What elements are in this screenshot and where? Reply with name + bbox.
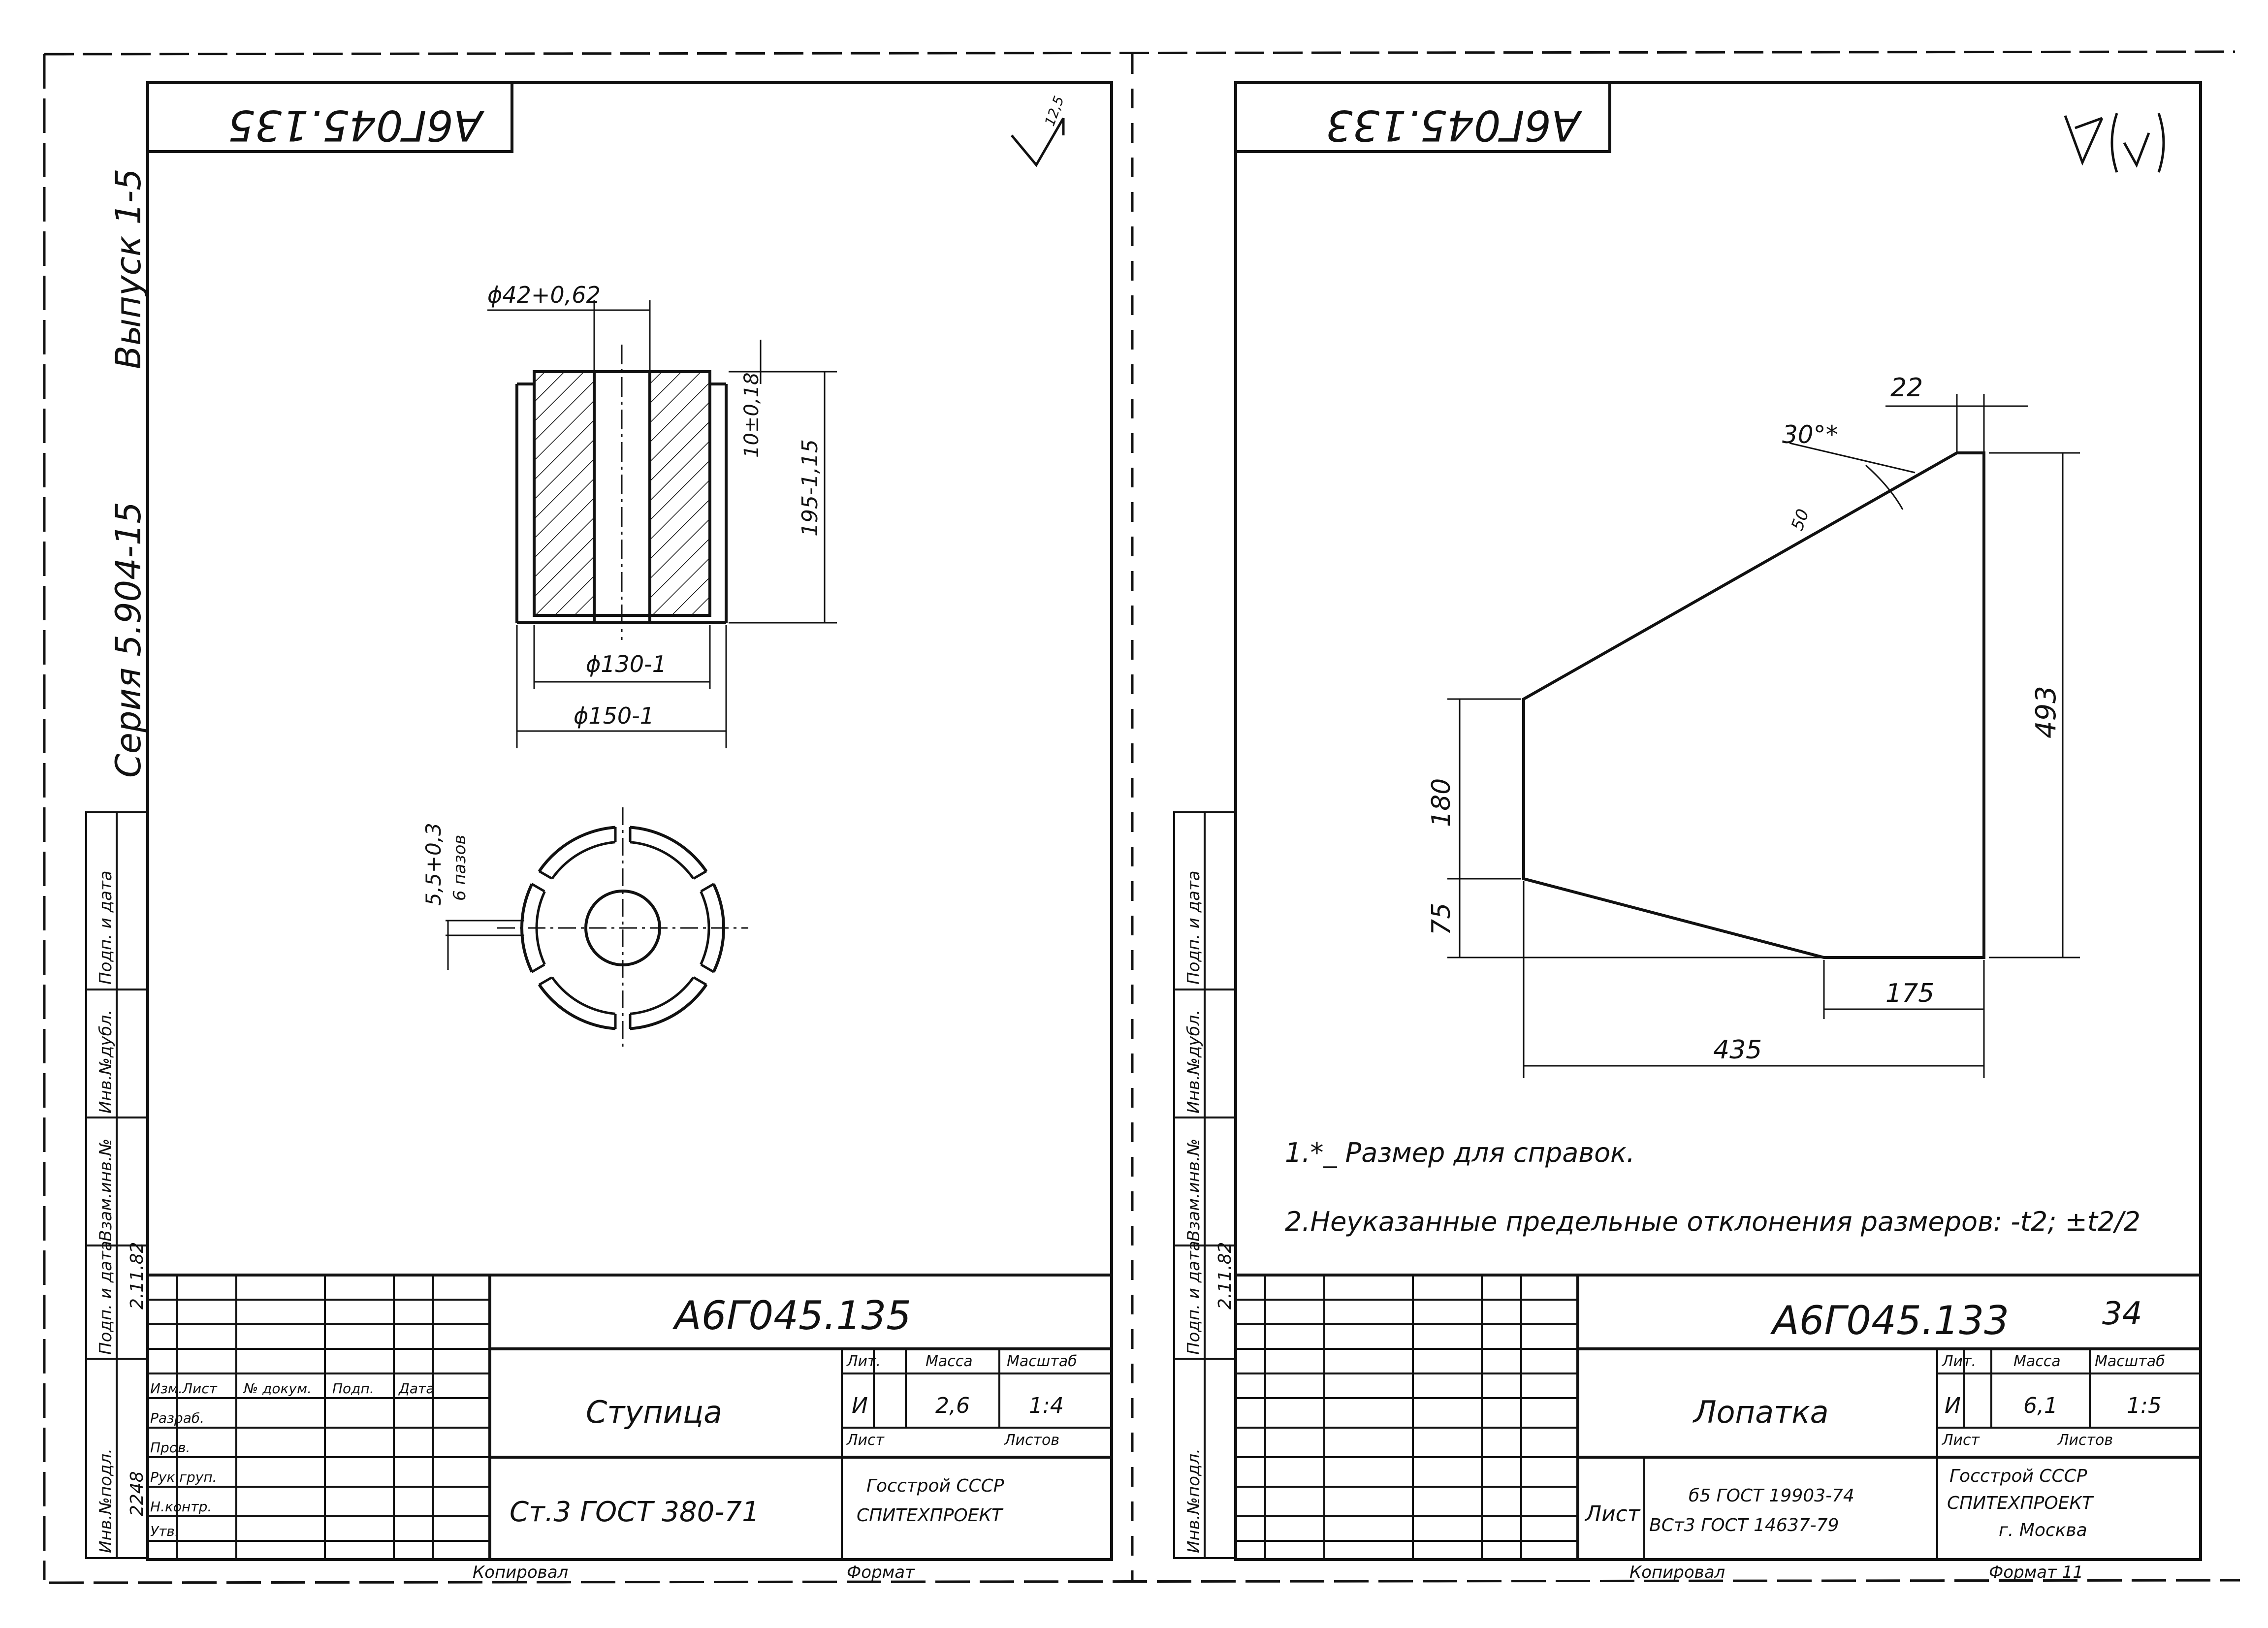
left-tb-scale-value: 1:4 bbox=[1029, 1393, 1064, 1418]
left-tb-code: А6Г045.135 bbox=[672, 1293, 911, 1339]
stamp-podp-data-2: Подп. и дата bbox=[96, 1241, 116, 1355]
dim-slot-count: 6 пазов bbox=[450, 835, 470, 901]
left-binding-strip: Серия 5.904-15 Выпуск 1-5 Подп. и дата И… bbox=[85, 168, 149, 1559]
hub-dimensions bbox=[487, 300, 837, 748]
right-tb-mass-label: Масса bbox=[2013, 1353, 2061, 1370]
left-tb-prov: Пров. bbox=[150, 1439, 190, 1456]
outer-frame bbox=[43, 50, 2240, 1584]
left-tb-hdr-doc: № докум. bbox=[243, 1380, 312, 1397]
dim-435: 435 bbox=[1713, 1035, 1762, 1065]
right-tb-mass-value: 6,1 bbox=[2023, 1393, 2058, 1418]
left-tb-razrab: Разраб. bbox=[150, 1410, 204, 1426]
left-tb-lit-value: И bbox=[852, 1393, 868, 1418]
blade-dimensions bbox=[1447, 394, 2080, 1078]
right-tb-sheet-label: Лист bbox=[1942, 1432, 1981, 1449]
dim-175: 175 bbox=[1885, 979, 1934, 1008]
left-tb-scale-label: Масштаб bbox=[1007, 1353, 1077, 1370]
stamp-podp-data-1: Подп. и дата bbox=[96, 870, 116, 985]
left-tb-sheet-label: Лист bbox=[846, 1432, 885, 1449]
left-tb-copied: Копировал bbox=[473, 1563, 568, 1582]
right-top-code: А6Г045.133 bbox=[1326, 100, 1583, 150]
right-sheet: А6Г045.133 bbox=[1236, 100, 2201, 1582]
dim-180: 180 bbox=[1427, 778, 1456, 827]
dim-height: 195-1,15 bbox=[798, 439, 823, 537]
left-tb-sheets-label: Листов bbox=[1004, 1432, 1059, 1449]
stamp-date: 2.11.82 bbox=[127, 1242, 147, 1309]
hub-end-view bbox=[446, 807, 748, 1049]
dim-groove: 10±0,18 bbox=[740, 373, 763, 458]
left-tb-rukgr: Рук.груп. bbox=[150, 1469, 217, 1485]
left-tb-nkontr: Н.контр. bbox=[150, 1499, 212, 1515]
right-tb-scale-value: 1:5 bbox=[2127, 1393, 2162, 1418]
roughness-mark bbox=[1011, 117, 1065, 167]
left-tb-mass-label: Масса bbox=[926, 1353, 973, 1370]
left-tb-name: Ступица bbox=[586, 1394, 722, 1430]
series-text: Серия 5.904-15 bbox=[108, 502, 149, 778]
left-sheet: А6Г045.135 12,5 bbox=[148, 94, 1112, 1582]
dim-slot: 5,5+0,3 bbox=[421, 823, 446, 906]
left-tb-format: Формат bbox=[847, 1563, 915, 1582]
left-tb-hdr-data: Дата bbox=[398, 1380, 435, 1397]
hub-section-view bbox=[515, 345, 728, 640]
left-tb-hdr-podp: Подп. bbox=[332, 1380, 374, 1397]
left-tb-material: Ст.3 ГОСТ 380-71 bbox=[510, 1496, 760, 1528]
dim-bore: ϕ42+0,62 bbox=[487, 282, 601, 308]
left-tb-hdr-list: Лист bbox=[182, 1380, 218, 1397]
left-tb-org1: Госстрой СССР bbox=[866, 1476, 1004, 1496]
issue-text: Выпуск 1-5 bbox=[108, 168, 149, 369]
right-tb-org1: Госстрой СССР bbox=[1949, 1466, 2087, 1486]
right-sheet-frame bbox=[1234, 81, 2202, 1561]
right-title-block bbox=[1236, 1274, 2201, 1560]
right-binding-strip: Подп. и дата Инв.№дубл. Взам.инв.№ Подп.… bbox=[1173, 811, 1237, 1559]
dim-r50: 50 bbox=[1788, 507, 1813, 533]
right-tb-code: А6Г045.133 bbox=[1770, 1298, 2009, 1343]
right-tb-material-1: б5 ГОСТ 19903-74 bbox=[1689, 1486, 1854, 1506]
dim-75: 75 bbox=[1427, 903, 1456, 935]
left-tb-mass-value: 2,6 bbox=[935, 1393, 970, 1418]
blade-outline bbox=[1522, 451, 1985, 959]
right-tb-copied: Копировал bbox=[1629, 1563, 1725, 1582]
right-tb-name: Лопатка bbox=[1693, 1394, 1829, 1430]
r-stamp-vzam-inv: Взам.инв.№ bbox=[1184, 1139, 1204, 1242]
dim-493: 493 bbox=[2030, 686, 2062, 738]
left-top-code: А6Г045.135 bbox=[228, 100, 485, 150]
left-tb-utv: Утв. bbox=[150, 1523, 179, 1539]
dim-22: 22 bbox=[1890, 373, 1923, 403]
r-stamp-date: 2.11.82 bbox=[1215, 1242, 1235, 1309]
r-stamp-podp-data-2: Подп. и дата bbox=[1184, 1241, 1204, 1355]
right-page-no: 34 bbox=[2102, 1296, 2142, 1332]
left-tb-hdr-izm: Изм. bbox=[150, 1380, 183, 1397]
right-tb-material-2: ВСт3 ГОСТ 14637-79 bbox=[1649, 1515, 1839, 1535]
r-stamp-inv-dubl: Инв.№дубл. bbox=[1184, 1010, 1204, 1114]
left-title-block bbox=[148, 1274, 1112, 1560]
note-2: 2.Неуказанные предельные отклонения разм… bbox=[1285, 1206, 2140, 1237]
right-tb-lit-label: Лит. bbox=[1942, 1353, 1976, 1370]
right-tb-lit-value: И bbox=[1945, 1393, 1961, 1418]
left-tb-lit-label: Лит. bbox=[846, 1353, 881, 1370]
dim-angle: 30°* bbox=[1782, 420, 1838, 449]
right-tb-org3: г. Москва bbox=[1999, 1520, 2087, 1540]
right-tb-list-label: Лист bbox=[1584, 1501, 1641, 1527]
right-tb-sheets-label: Листов bbox=[2057, 1432, 2113, 1449]
stamp-inv-no: 2248 bbox=[127, 1471, 147, 1516]
dim-d130: ϕ130-1 bbox=[586, 651, 667, 677]
note-1: 1.*_ Размер для справок. bbox=[1285, 1137, 1635, 1168]
right-tb-scale-label: Масштаб bbox=[2095, 1353, 2165, 1370]
right-tb-format: Формат 11 bbox=[1989, 1563, 2083, 1582]
r-stamp-inv-podl: Инв.№подл. bbox=[1184, 1448, 1204, 1553]
right-tb-org2: СПИТЕХПРОЕКТ bbox=[1947, 1493, 2094, 1513]
stamp-vzam-inv: Взам.инв.№ bbox=[96, 1139, 116, 1242]
stamp-inv-podl: Инв.№подл. bbox=[96, 1448, 116, 1553]
roughness-mark-general bbox=[2064, 113, 2165, 173]
left-tb-org2: СПИТЕХПРОЕКТ bbox=[857, 1505, 1004, 1526]
stamp-inv-dubl: Инв.№дубл. bbox=[96, 1010, 116, 1114]
r-stamp-podp-data-1: Подп. и дата bbox=[1184, 870, 1204, 985]
dim-d150: ϕ150-1 bbox=[574, 702, 654, 729]
